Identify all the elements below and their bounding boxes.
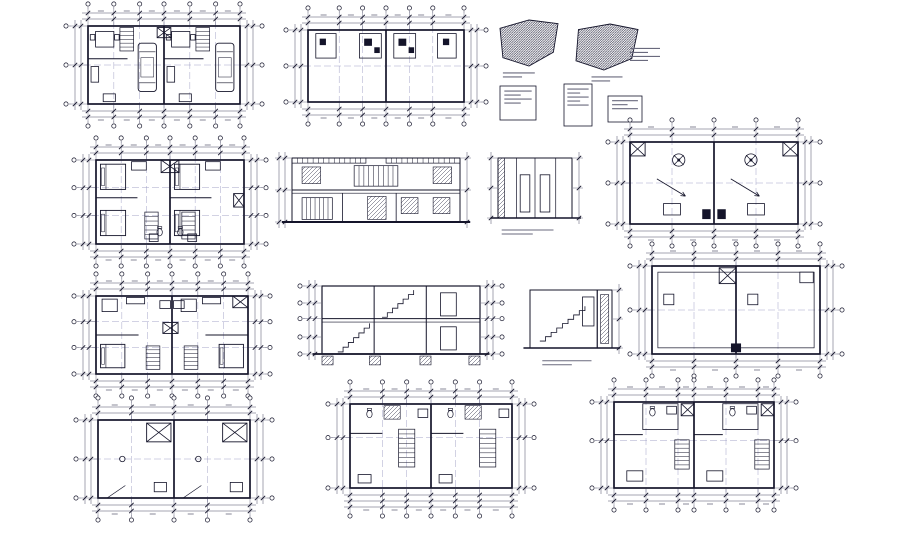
legend-schedule-a (499, 85, 537, 121)
wall-section-detail (487, 152, 583, 235)
terrace-plan (627, 241, 845, 379)
front-elevation (275, 152, 471, 228)
ground-floor-plan (63, 1, 265, 129)
site-plan-a (499, 19, 559, 78)
floor-slab-plan (283, 5, 489, 127)
legend-schedule-c (607, 95, 643, 123)
lower-floor-plan (73, 395, 275, 523)
toilet-floor-plan (589, 377, 799, 513)
second-floor-plan (71, 271, 273, 399)
notes-block (630, 47, 660, 61)
first-floor-plan (71, 135, 269, 269)
legend-schedule-b (563, 83, 593, 127)
roof-plan (605, 117, 823, 249)
site-plan-b (575, 23, 639, 82)
staircase-floor-plan (325, 379, 537, 519)
stair-section (523, 284, 623, 366)
cross-section (297, 280, 505, 366)
